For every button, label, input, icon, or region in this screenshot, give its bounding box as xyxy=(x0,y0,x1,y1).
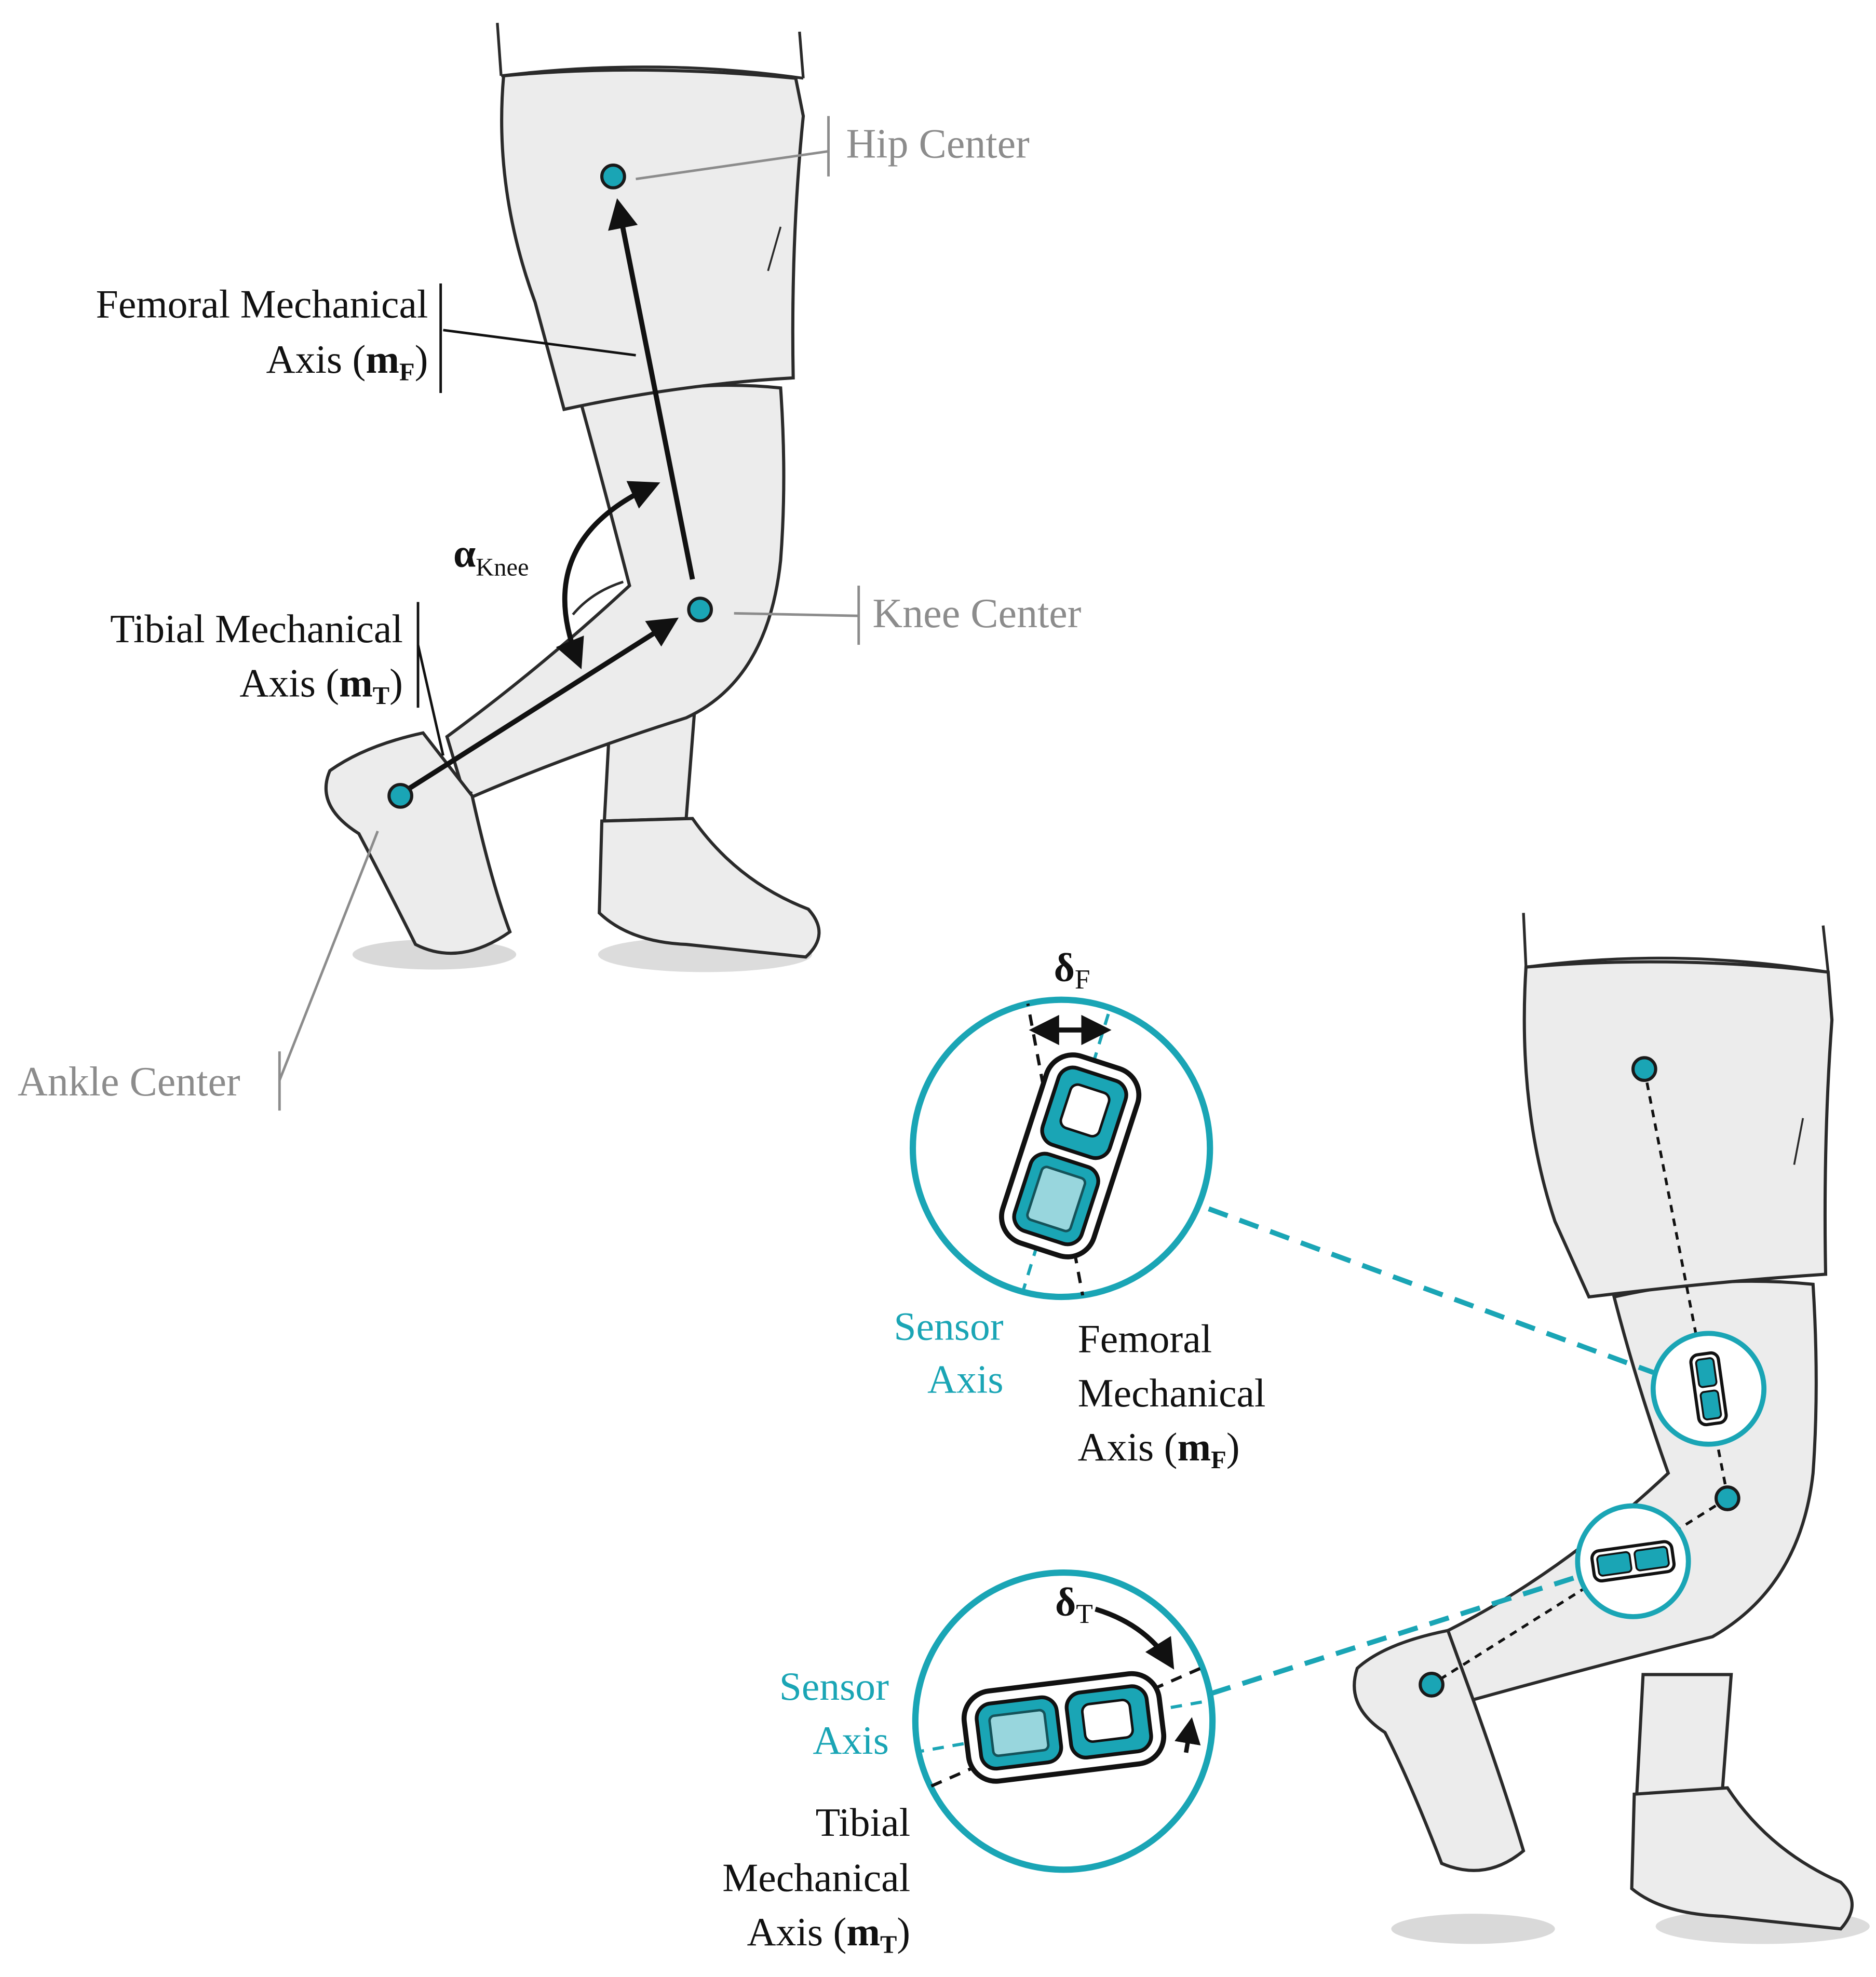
femoral-axis-arrow xyxy=(608,198,695,580)
top-shorts xyxy=(500,68,805,412)
knee-leader xyxy=(734,612,859,617)
hip-leader xyxy=(636,150,829,181)
lower-tibial-label-1: Tibial xyxy=(816,1800,911,1845)
bottom-foot-shadow xyxy=(1391,1914,1555,1944)
hip-center-label: Hip Center xyxy=(846,121,1029,167)
femoral-leader xyxy=(443,329,636,357)
bottom-ankle-dot xyxy=(1419,1672,1445,1698)
upper-sensor-axis-label-2: Axis xyxy=(927,1357,1004,1401)
upper-femoral-label-1: Femoral xyxy=(1078,1317,1212,1361)
lower-zoom-circle xyxy=(912,1569,1216,1873)
ankle-center-dot xyxy=(387,783,413,809)
upper-sensor-axis-label-1: Sensor xyxy=(894,1304,1003,1348)
shin-sensor-small xyxy=(1575,1503,1691,1619)
bottom-hip-dot xyxy=(1631,1056,1657,1082)
delta-t-arrow xyxy=(1095,1606,1175,1670)
upper-zoom-connector xyxy=(1208,1206,1654,1375)
ankle-center-label: Ankle Center xyxy=(18,1059,240,1105)
bottom-back-sock xyxy=(1630,1786,1854,1931)
bottom-knee-dot xyxy=(1715,1485,1740,1511)
ankle-leader xyxy=(278,830,379,1081)
knee-angle-arc xyxy=(556,481,660,670)
tibial-leader xyxy=(416,644,444,756)
femoral-axis-label-line2: Axis (mF) xyxy=(266,337,428,386)
knee-center-dot xyxy=(687,597,713,622)
top-shorts-crease xyxy=(767,226,782,272)
bottom-back-leg xyxy=(1635,1673,1733,1796)
top-shirt xyxy=(496,22,805,80)
lower-tibial-label-3: Axis (mT) xyxy=(747,1910,911,1959)
bottom-front-foot xyxy=(1353,1629,1526,1872)
hip-center-dot xyxy=(600,164,626,189)
upper-femoral-label-3: Axis (mF) xyxy=(1078,1425,1240,1474)
top-front-leg xyxy=(445,384,786,802)
upper-femoral-label-2: Mechanical xyxy=(1078,1371,1266,1415)
delta-f-label: δF xyxy=(1054,945,1090,995)
tibial-axis-label-line2: Axis (mT) xyxy=(239,660,403,710)
knee-center-label: Knee Center xyxy=(872,591,1081,637)
thigh-sensor-small xyxy=(1650,1331,1767,1447)
lower-sensor-axis-label-1: Sensor xyxy=(779,1664,889,1709)
top-front-foot xyxy=(324,731,512,955)
lower-sensor-axis-dashed xyxy=(915,1698,1213,1754)
knee-angle-label: αKnee xyxy=(453,531,529,581)
bottom-front-leg xyxy=(1446,1279,1818,1702)
lower-tibial-label-2: Mechanical xyxy=(722,1856,910,1900)
bottom-shorts xyxy=(1522,960,1834,1299)
top-back-sock xyxy=(598,817,821,959)
top-leg-figure: Hip Center Knee Center Ankle Center Femo… xyxy=(18,22,1081,1111)
lower-sensor-axis-label-2: Axis xyxy=(813,1718,889,1763)
delta-t-label: δT xyxy=(1055,1579,1093,1629)
delta-t-small-arrow xyxy=(1175,1717,1201,1753)
bottom-shirt xyxy=(1522,913,1830,974)
bottom-leg-figure: δF Sensor Axis Femoral Mechanical Axis (… xyxy=(722,913,1870,1958)
tibial-axis-label-line1: Tibial Mechanical xyxy=(110,606,403,651)
upper-zoom-circle xyxy=(909,996,1213,1301)
bottom-shorts-crease xyxy=(1793,1118,1804,1165)
femoral-axis-label-line1: Femoral Mechanical xyxy=(96,281,428,326)
